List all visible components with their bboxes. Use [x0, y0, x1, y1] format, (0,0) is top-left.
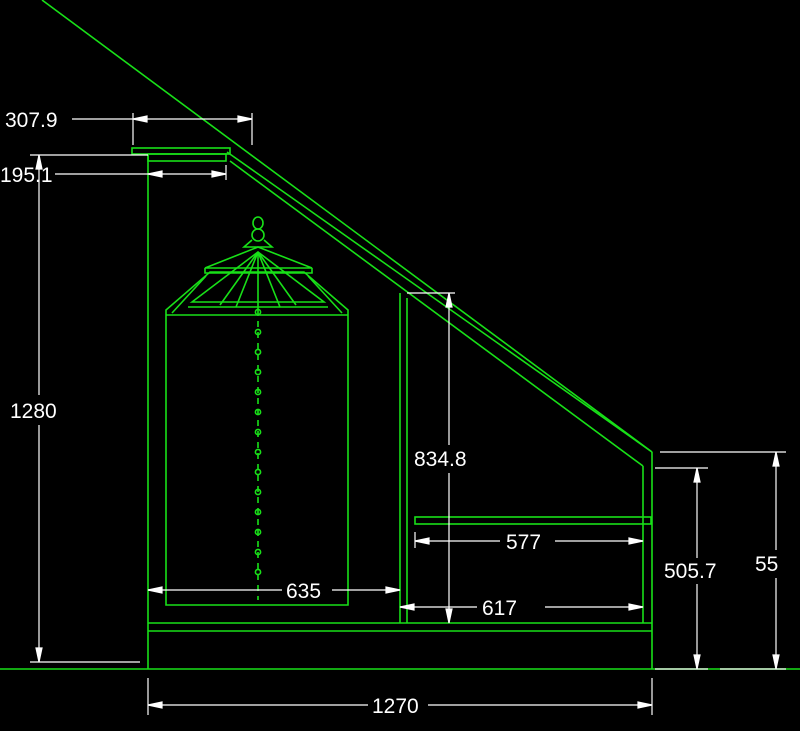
- hanger: [188, 216, 328, 310]
- dim-shelf-width: [414, 532, 644, 548]
- dim-compartment-height: [407, 292, 455, 624]
- dim-hanging-width-label: 635: [286, 580, 321, 603]
- dim-top-offset-label: 195.1: [0, 164, 53, 187]
- dim-shelf-width-label: 577: [506, 531, 541, 554]
- top-cap-inner: [147, 153, 227, 162]
- sloped-top-panel-lower: [229, 160, 644, 467]
- dim-hanging-width: [147, 586, 401, 594]
- dim-top-offset: [55, 165, 227, 180]
- dim-total-width: [147, 678, 653, 715]
- dim-right-height: [660, 451, 786, 670]
- zipper-beads: [254, 308, 262, 576]
- dim-left-height: [30, 154, 148, 663]
- wardrobe-geometry: [0, 0, 800, 670]
- dim-top-width-label: 307.9: [5, 109, 58, 132]
- dim-left-height-label: 1280: [10, 400, 57, 423]
- dim-top-width: [72, 113, 253, 145]
- dim-lower-width: [399, 603, 644, 611]
- dim-compartment-height-label: 834.8: [414, 448, 467, 471]
- dim-right-height-label: 55: [755, 553, 778, 576]
- sloped-top-panel-upper: [226, 151, 653, 453]
- garment-cover-shoulder: [171, 275, 343, 314]
- sloped-ceiling-line: [41, 0, 653, 453]
- shelf-panel: [414, 516, 652, 525]
- dim-total-width-label: 1270: [372, 695, 419, 718]
- top-cap-panel: [131, 147, 231, 155]
- dim-lower-width-label: 617: [482, 597, 517, 620]
- garment-cover-outline: [165, 271, 349, 606]
- dim-right-inner-height: [655, 467, 708, 670]
- dimensions: 307.9 195.1 1280 635: [0, 109, 786, 718]
- dim-right-inner-height-label: 505.7: [664, 560, 717, 583]
- garment-cover: [165, 271, 349, 606]
